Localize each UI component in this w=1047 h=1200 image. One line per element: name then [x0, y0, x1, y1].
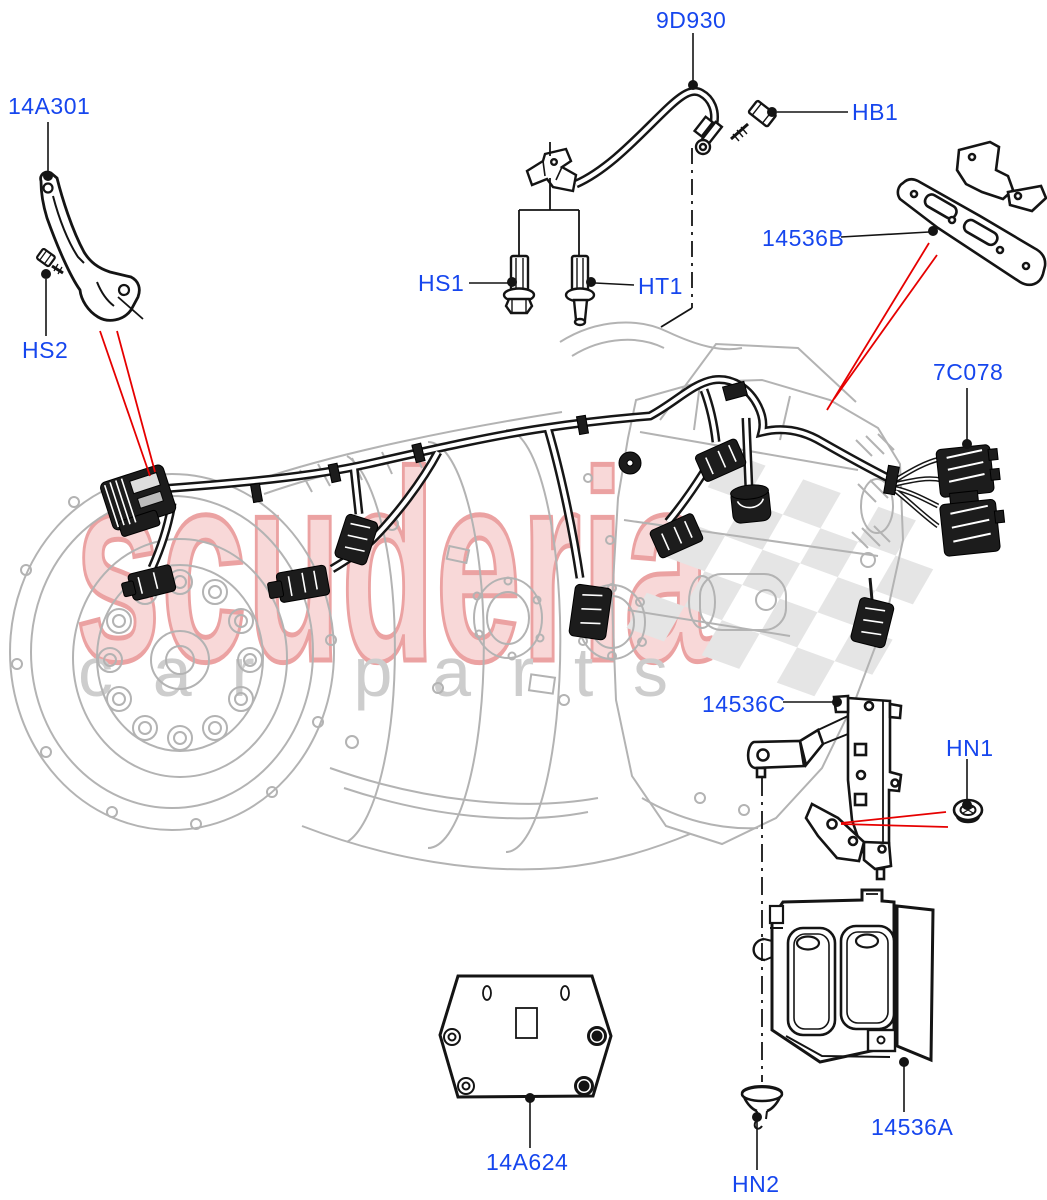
part-label-HS1[interactable]: HS1 [418, 270, 465, 296]
cable-9d930-assembly [502, 99, 777, 328]
part-label-14536B[interactable]: 14536B [762, 225, 845, 251]
part-label-HN1[interactable]: HN1 [946, 735, 994, 761]
bolt-hs2-drawing [36, 247, 64, 275]
bracket-14536c-drawing [746, 694, 903, 881]
part-label-14536C[interactable]: 14536C [702, 691, 786, 717]
grommet-hn2-drawing [740, 778, 784, 1130]
connector-main-14a301 [100, 464, 177, 537]
red-pointer-lines [99, 242, 949, 828]
part-label-HB1[interactable]: HB1 [852, 99, 899, 125]
box-14536a-drawing [752, 888, 935, 1064]
watermark-brand-text: scuderia [75, 417, 711, 718]
module-14a624-drawing [438, 974, 613, 1099]
part-label-9D930[interactable]: 9D930 [656, 7, 727, 33]
part-label-HN2[interactable]: HN2 [732, 1171, 780, 1197]
sensor-round [730, 484, 772, 524]
part-label-14A301[interactable]: 14A301 [8, 93, 91, 119]
bracket-14a301-drawing [39, 170, 144, 322]
bracket-14536b-drawing [896, 140, 1047, 287]
bolt-hb1-drawing [747, 99, 777, 128]
connector-7c078-drawing [935, 444, 1006, 557]
part-label-HS2[interactable]: HS2 [22, 337, 69, 363]
part-label-14536A[interactable]: 14536A [871, 1114, 954, 1140]
part-label-7C078[interactable]: 7C078 [933, 359, 1004, 385]
callout-leader-lines [40, 33, 972, 1170]
harness-connectors [100, 380, 900, 649]
watermark: scuderia car parts [73, 415, 934, 721]
part-label-14A624[interactable]: 14A624 [486, 1149, 569, 1175]
part-label-HT1[interactable]: HT1 [638, 273, 683, 299]
